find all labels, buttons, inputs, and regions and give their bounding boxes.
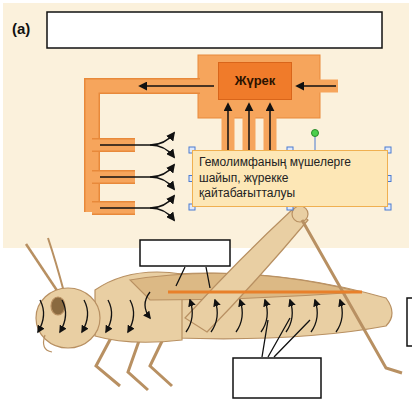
selection-handles [189,147,391,210]
editor-handles [312,130,319,151]
top-panel [3,3,409,248]
heart-label: Жүрек [225,73,285,90]
title-placeholder-box [47,12,382,48]
hemolymph-flow-arrows [38,292,342,332]
callout-box: Гемолимфаның мүшелерге шайып, жүрекке қа… [192,150,388,207]
panel-letter: (a) [12,20,30,37]
placeholder-boxes [140,240,412,398]
grasshopper [26,206,402,390]
heart-box: Жүрек [218,62,292,100]
dorsal-vessel [168,292,362,293]
callout-text: Гемолимфаның мүшелерге шайып, жүрекке қа… [199,155,381,202]
